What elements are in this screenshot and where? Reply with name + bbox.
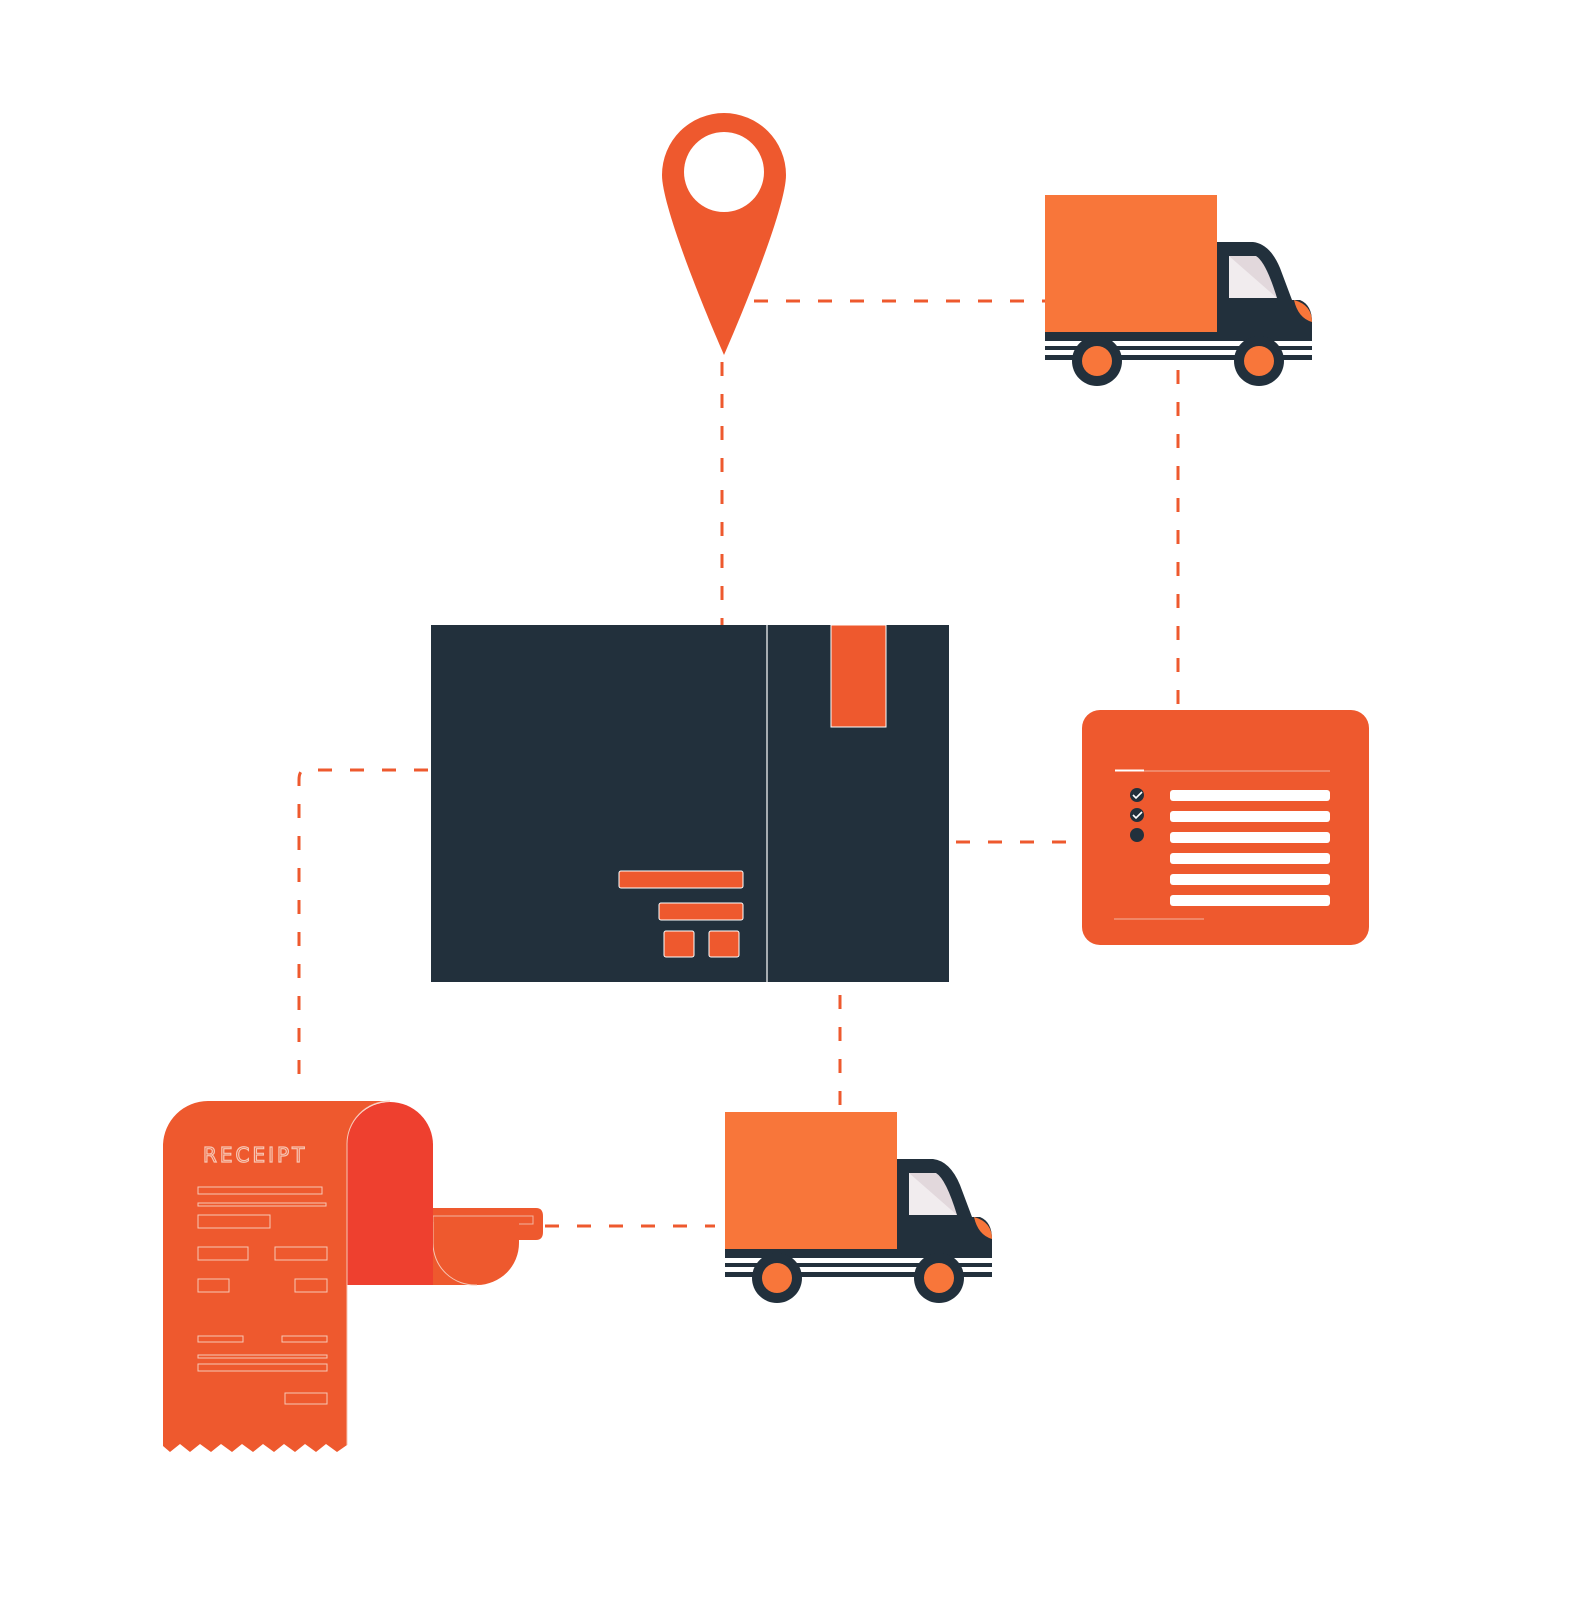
delivery-truck-icon bbox=[1045, 195, 1312, 386]
check-circle-icon bbox=[1130, 808, 1144, 822]
delivery-truck-icon bbox=[725, 1112, 992, 1303]
receipt-title: RECEIPT bbox=[203, 1143, 307, 1167]
connector-box-receipt bbox=[297, 768, 428, 1085]
check-circle-icon bbox=[1130, 788, 1144, 802]
package-box-icon bbox=[431, 624, 949, 982]
checklist-card-icon bbox=[1082, 710, 1369, 945]
dashed-connectors bbox=[297, 299, 1180, 1228]
receipt-icon: RECEIPT bbox=[163, 1100, 543, 1452]
location-pin-icon bbox=[662, 113, 786, 355]
pending-dot-icon bbox=[1130, 828, 1144, 842]
